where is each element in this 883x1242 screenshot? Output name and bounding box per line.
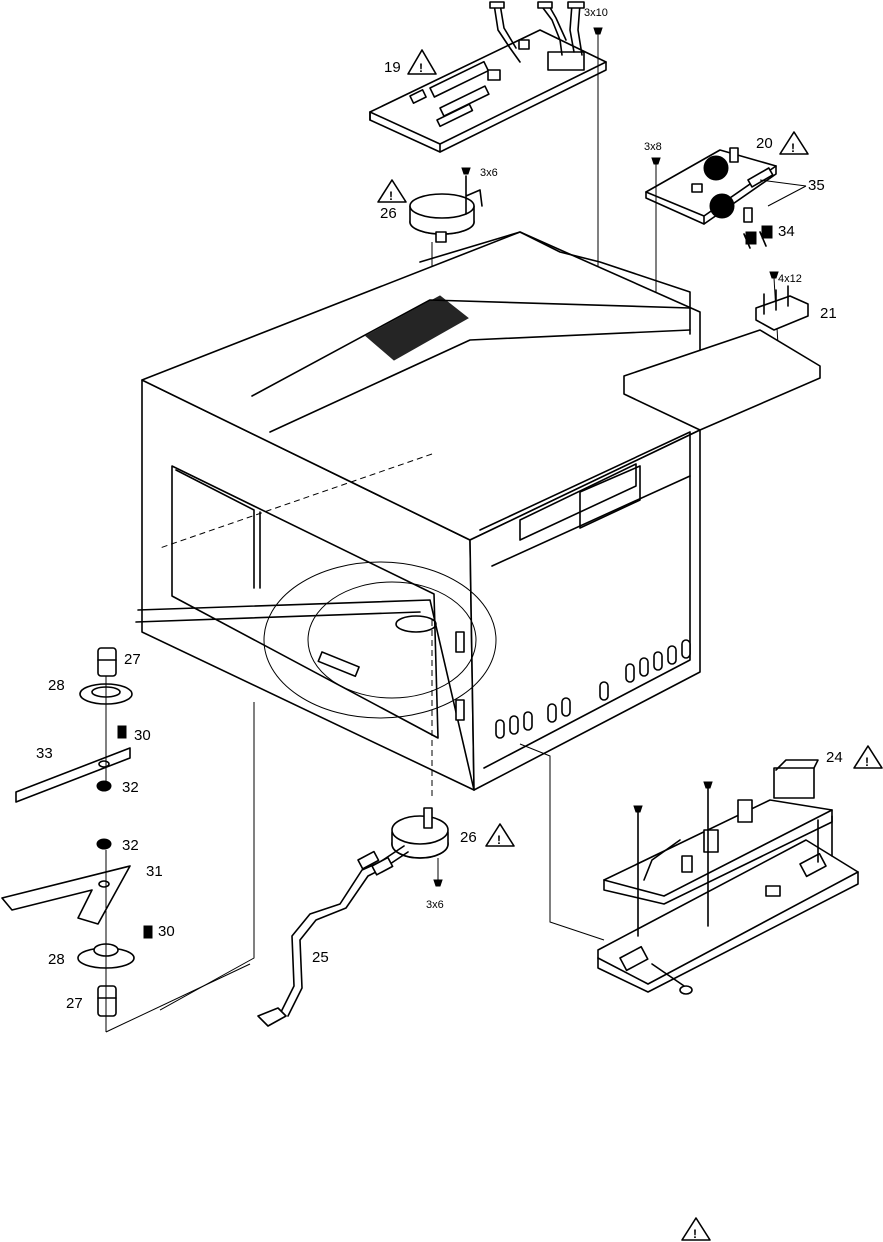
warning-triangle-26-top: !	[377, 179, 407, 203]
warning-mark: !	[389, 189, 393, 203]
callout-32-bottom: 32	[122, 837, 139, 854]
callout-27-top: 27	[124, 651, 141, 668]
callout-31: 31	[146, 863, 163, 880]
screw-30-top	[117, 725, 127, 739]
turntable-motor	[391, 807, 449, 887]
plate-33	[15, 747, 131, 803]
callout-30-bottom: 30	[158, 923, 175, 940]
screw-label-4x12: 4x12	[778, 273, 802, 285]
nut-32-top	[96, 780, 112, 792]
warning-mark: !	[693, 1227, 697, 1241]
callout-26-top: 26	[380, 205, 397, 222]
warning-triangle-26-bottom: !	[485, 823, 515, 847]
stirrer-blade-31	[1, 865, 131, 925]
control-circuit-board	[369, 1, 607, 153]
callout-25: 25	[312, 949, 329, 966]
warning-mark: !	[791, 141, 795, 155]
fan-motor	[409, 167, 483, 454]
callout-35: 35	[808, 177, 825, 194]
callout-27-bottom: 27	[66, 995, 83, 1012]
callout-34: 34	[778, 223, 795, 240]
screw-label-3x6-bottom: 3x6	[426, 899, 444, 911]
coupler-27-bottom	[97, 985, 117, 1017]
oven-cabinet	[135, 231, 821, 1011]
power-supply-board	[597, 759, 859, 995]
warning-mark: !	[497, 833, 501, 847]
callout-26-bottom: 26	[460, 829, 477, 846]
callout-24: 24	[826, 749, 843, 766]
wire-harness-25	[257, 845, 409, 1027]
callout-28-top: 28	[48, 677, 65, 694]
terminal-block	[755, 285, 809, 331]
callout-32-top: 32	[122, 779, 139, 796]
nut-32-bottom	[96, 838, 112, 850]
callout-30-top: 30	[134, 727, 151, 744]
warning-triangle-19: !	[407, 49, 437, 75]
warning-triangle-legend: !	[681, 1217, 711, 1241]
coupler-27-top	[97, 647, 117, 677]
callout-28-bottom: 28	[48, 951, 65, 968]
warning-mark: !	[865, 755, 869, 769]
screw-label-3x10: 3x10	[584, 7, 608, 19]
screw-30-bottom	[143, 925, 153, 939]
warning-triangle-24: !	[853, 745, 883, 769]
callout-20: 20	[756, 135, 773, 152]
callout-33: 33	[36, 745, 53, 762]
fuse-holder-34	[745, 225, 773, 245]
screw-label-3x6-top: 3x6	[480, 167, 498, 179]
vent-slots	[495, 639, 691, 739]
leader-35	[759, 179, 807, 207]
callout-19: 19	[384, 59, 401, 76]
screw-label-3x8: 3x8	[644, 141, 662, 153]
callout-21: 21	[820, 305, 837, 322]
warning-mark: !	[419, 61, 423, 75]
warning-triangle-20: !	[779, 131, 809, 155]
noise-filter-board	[645, 147, 777, 249]
